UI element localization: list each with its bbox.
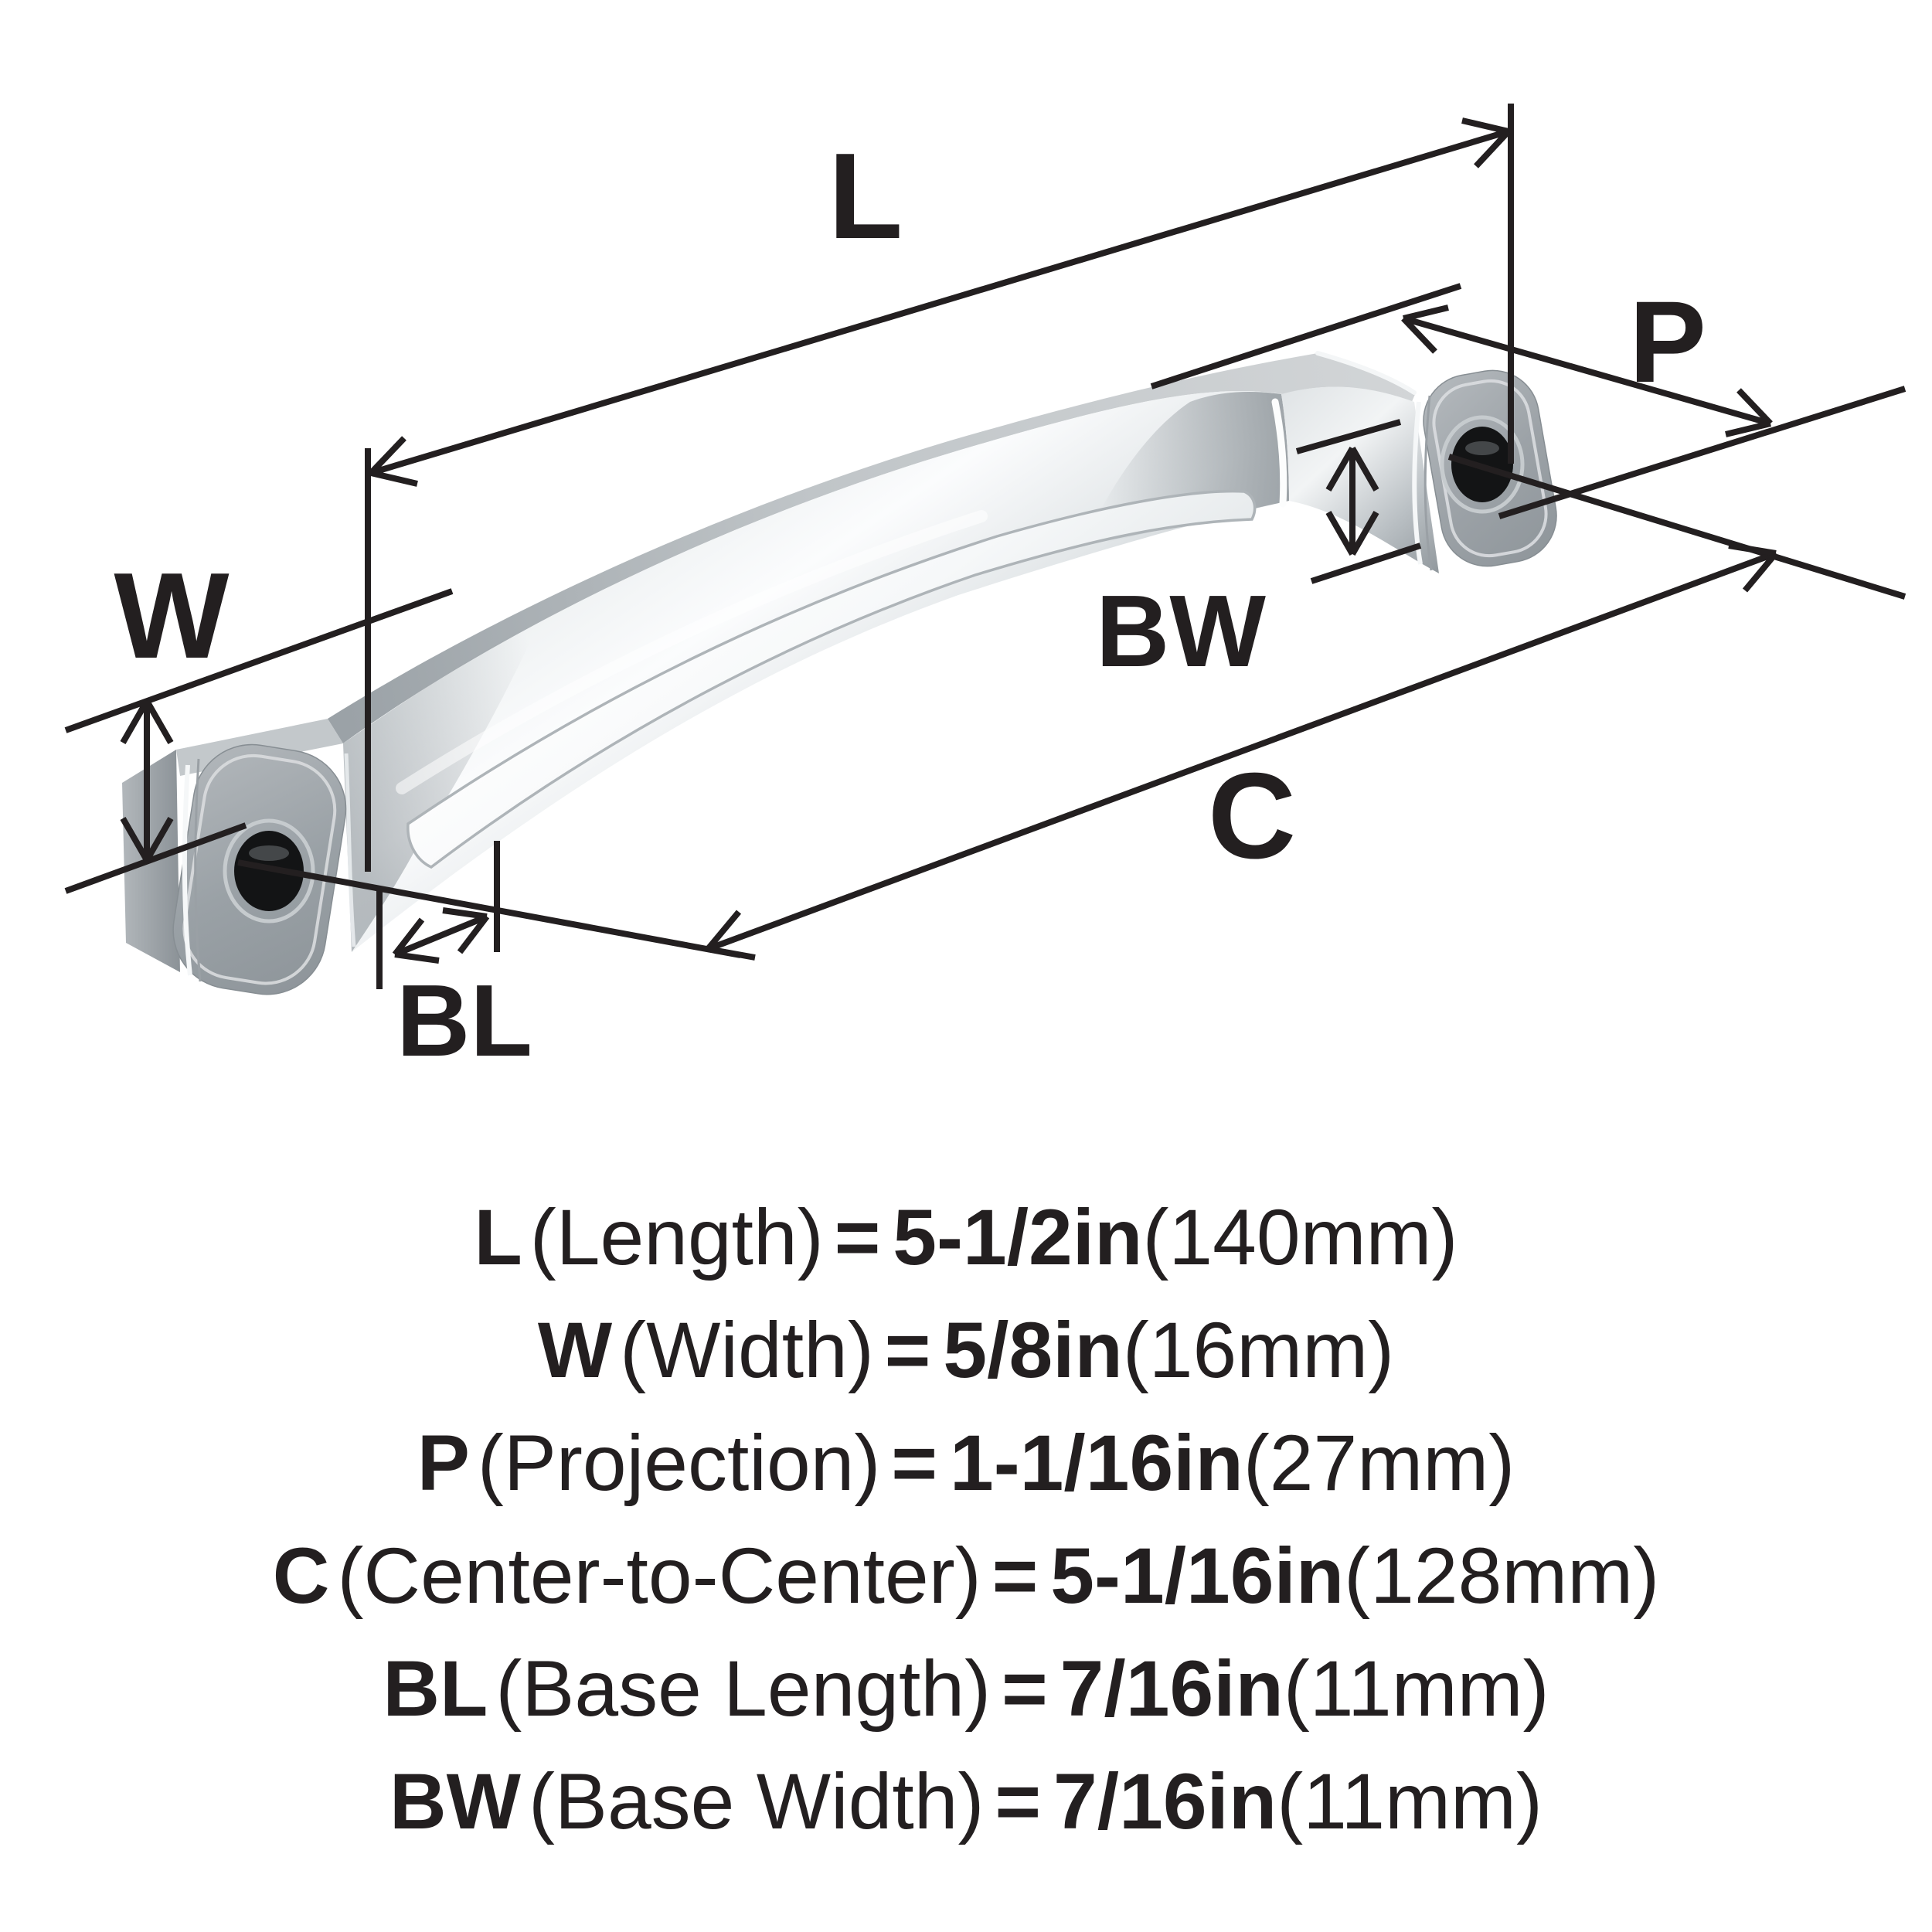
spec-metric: (11mm)	[1277, 1757, 1543, 1845]
spec-name: (Base Width)	[528, 1757, 985, 1845]
left-plate-chamfer-dark	[194, 758, 202, 982]
spec-row-projection: P (Projection) = 1-1/16in (27mm)	[0, 1406, 1932, 1519]
arrowhead-C-right	[1728, 543, 1779, 593]
arrowhead-C-left	[705, 910, 756, 961]
spec-row-length: L (Length) = 5-1/2in (140mm)	[0, 1181, 1932, 1294]
spec-row-base-length: BL (Base Length) = 7/16in (11mm)	[0, 1632, 1932, 1745]
spec-value: 7/16in	[1060, 1644, 1284, 1733]
arrowhead-L-right	[1461, 117, 1511, 168]
C-ref-left-hole	[237, 859, 741, 958]
spec-equals: =	[995, 1757, 1042, 1845]
spec-equals: =	[884, 1305, 931, 1394]
label-P: P	[1629, 277, 1706, 406]
right-hole-inner-shine	[1465, 441, 1499, 455]
handle-right-bend	[1281, 386, 1439, 573]
spec-value: 5-1/16in	[1050, 1531, 1345, 1620]
label-BL: BL	[396, 964, 532, 1077]
right-hole-countersink	[1440, 415, 1525, 514]
spec-value: 1-1/16in	[949, 1418, 1243, 1507]
arrowhead-W-top	[120, 699, 174, 744]
arrowhead-BL-left	[392, 917, 440, 964]
spec-metric: (27mm)	[1243, 1418, 1515, 1507]
spec-metric: (16mm)	[1122, 1305, 1395, 1394]
arrowhead-P-right	[1725, 388, 1773, 437]
W-ref-bottom	[64, 822, 247, 894]
right-plate-chamfer-dark	[1423, 395, 1433, 571]
bend-top-highlight	[1315, 351, 1417, 395]
bend-crease-highlight	[1271, 398, 1287, 508]
spec-name: (Base Length)	[495, 1644, 992, 1733]
spec-equals: =	[891, 1418, 937, 1507]
handle-recessed-panel	[406, 489, 1257, 869]
face-reflection-left	[343, 618, 541, 952]
P-ref-top	[1150, 283, 1462, 389]
arrowhead-BW-top	[1325, 447, 1379, 492]
arrowhead-BL-right	[442, 907, 490, 954]
C-ref-right-hole	[1447, 454, 1906, 600]
spec-name: (Projection)	[477, 1418, 881, 1507]
arrowhead-L-left	[369, 436, 418, 487]
left-hole-inner-shine	[249, 845, 289, 861]
spec-abbr: C	[272, 1531, 330, 1620]
dim-P	[1150, 283, 1906, 519]
label-C: C	[1208, 748, 1296, 884]
spec-abbr: BL	[383, 1644, 488, 1733]
spec-metric: (140mm)	[1142, 1192, 1458, 1281]
dim-BW	[1295, 419, 1422, 584]
spec-row-width: W (Width) = 5/8in (16mm)	[0, 1294, 1932, 1406]
left-end-highlight	[344, 753, 356, 947]
spec-abbr: W	[537, 1305, 613, 1394]
spec-abbr: P	[417, 1418, 470, 1507]
spec-metric: (128mm)	[1344, 1531, 1660, 1620]
label-L: L	[828, 128, 903, 264]
spec-name: (Width)	[620, 1305, 874, 1394]
BW-ref-bottom	[1310, 543, 1422, 584]
dim-BL	[376, 841, 500, 989]
label-W: W	[114, 548, 229, 684]
dim-C	[237, 454, 1906, 961]
P-ref-bottom	[1498, 386, 1906, 519]
arrowhead-BW-bottom	[1325, 511, 1379, 556]
spec-value: 5/8in	[943, 1305, 1123, 1394]
spec-table: L (Length) = 5-1/2in (140mm) W (Width) =…	[0, 1181, 1932, 1858]
spec-equals: =	[1002, 1644, 1048, 1733]
arrowhead-W-bottom	[120, 817, 174, 862]
dimension-lines	[64, 104, 1906, 989]
label-BW: BW	[1096, 574, 1266, 688]
left-plate-chamfer-bright	[182, 764, 192, 976]
dim-W	[64, 588, 454, 894]
spec-abbr: L	[474, 1192, 522, 1281]
arrowhead-P-left	[1401, 304, 1449, 354]
spec-row-center-to-center: C (Center-to-Center) = 5-1/16in (128mm)	[0, 1519, 1932, 1632]
spec-equals: =	[834, 1192, 881, 1281]
spec-value: 5-1/2in	[893, 1192, 1143, 1281]
spec-name: (Center-to-Center)	[337, 1531, 981, 1620]
W-ref-top	[64, 588, 454, 733]
spec-name: (Length)	[529, 1192, 824, 1281]
spec-equals: =	[992, 1531, 1039, 1620]
BW-ref-top	[1295, 419, 1402, 454]
spec-metric: (11mm)	[1283, 1644, 1549, 1733]
left-hole-countersink	[223, 818, 315, 923]
spec-row-base-width: BW (Base Width) = 7/16in (11mm)	[0, 1745, 1932, 1858]
face-sheen	[396, 510, 988, 794]
spec-value: 7/16in	[1053, 1757, 1277, 1845]
dim-L	[369, 117, 1511, 487]
spec-abbr: BW	[389, 1757, 521, 1845]
